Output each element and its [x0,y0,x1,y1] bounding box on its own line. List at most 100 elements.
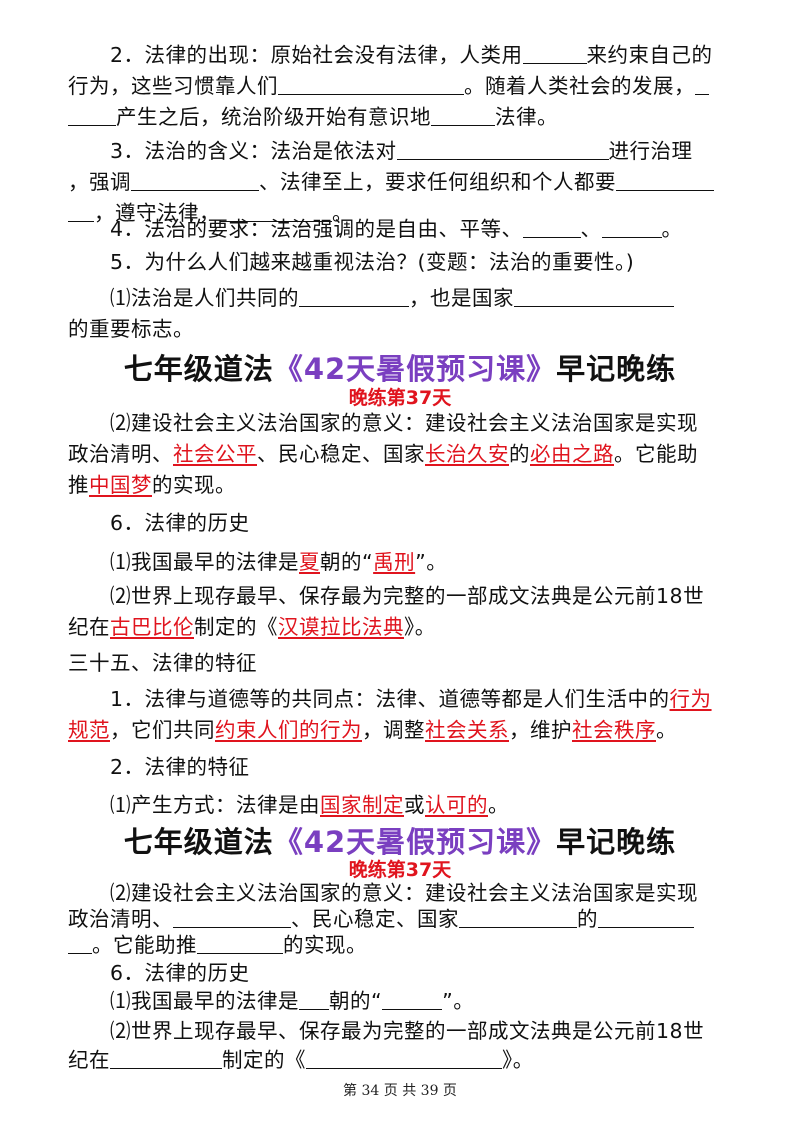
text: 朝的“ [329,989,383,1013]
text: ，也是国家 [409,286,514,310]
text: 。它能助 [614,442,698,466]
blank-heading-law-history: 6．法律的历史 [68,958,732,989]
text: 2．法律的出现：原始社会没有法律，人类用 [110,43,523,67]
page-subtitle: 晚练第37天 [348,387,452,409]
text: 、民心稳定、国家 [257,442,425,466]
text: 法律。 [495,105,558,129]
text: 6．法律的历史 [110,511,250,535]
text: ，强调 [68,170,131,194]
text: 进行治理 [608,139,693,163]
text: ⑴法治是人们共同的 [110,286,299,310]
paragraph-law-origin-line2: 行为，这些习惯靠人们 。随着人类社会的发展， [68,71,732,102]
text: ，调整 [362,718,425,742]
paragraph-rule-of-law-importance-line1: ⑴法治是人们共同的 ，也是国家 [68,283,732,314]
text: 、法律至上，要求任何组织和个人都要 [259,170,616,194]
text: 的实现。 [283,933,367,957]
blank [220,201,332,222]
text: 三十五、法律的特征 [68,651,257,675]
page-footer: 第 34 页 共 39 页 [343,1083,457,1099]
paragraph-oldest-code-line1: ⑵世界上现存最早、保存最为完整的一部成文法典是公元前18世 [68,581,732,612]
title-text: 早记晚练 [556,352,677,386]
text: ⑵建设社会主义法治国家的意义：建设社会主义法治国家是实现 [110,881,698,905]
text: 行为，这些习惯靠人们 [68,74,278,98]
blank [306,1048,502,1069]
heading-law-features: 2．法律的特征 [68,752,732,783]
paragraph-significance-line1: ⑵建设社会主义法治国家的意义：建设社会主义法治国家是实现 [68,408,732,439]
paragraph-rule-of-law-meaning-line3: ，遵守法律， 。 [68,198,732,229]
paragraph-law-origin-line1: 2．法律的出现：原始社会没有法律，人类用 来约束自己的 [68,40,732,71]
title-text: 七年级道法 [123,825,274,859]
text: 的重要标志。 [68,317,194,341]
answer-text: 约束人们的行为 [215,718,362,742]
blank-significance-line3: 。它能助推 的实现。 [68,930,732,961]
paragraph-rule-of-law-requirements-line: 4．法治的要求：法治强调的是自由、平等、、。 [68,214,732,245]
paragraph-rule-of-law-importance-line2: 的重要标志。 [68,314,732,345]
text: 朝的“ [320,550,374,574]
blank [278,74,464,95]
title-accent: 《42天暑假预习课》 [273,352,557,386]
text: 的实现。 [152,473,236,497]
text: 制定的《 [194,615,278,639]
blank [68,933,92,954]
text: ”。 [415,550,448,574]
answer-text: 认可的 [425,793,488,817]
text: 。它能助推 [92,933,197,957]
text: 。 [656,718,677,742]
answer-text: 夏 [299,550,320,574]
blank-earliest-law: ⑴我国最早的法律是朝的“”。 [68,986,732,1017]
paragraph-significance-line2: 政治清明、社会公平、民心稳定、国家长治久安的必由之路。它能助 [68,439,732,470]
text: 。 [661,217,683,241]
text: 政治清明、 [68,907,173,931]
text: 或 [404,793,425,817]
answer-text: 社会公平 [173,442,257,466]
text: 5．为什么人们越来越重视法治？(变题：法治的重要性。) [110,250,635,274]
page-subtitle-2: 晚练第37天 [348,859,452,881]
text: ⑴产生方式：法律是由 [110,793,320,817]
blank-oldest-code-line2: 纪在制定的《》。 [68,1045,732,1076]
blank [522,43,587,64]
blank [299,989,329,1010]
blank [514,286,674,307]
answer-text: 古巴比伦 [110,615,194,639]
text: ⑵世界上现存最早、保存最为完整的一部成文法典是公元前18世 [110,584,705,608]
page-title-2: 七年级道法《42天暑假预习课》早记晚练 [0,822,800,862]
text: 的 [577,907,598,931]
text: 政治清明、 [68,442,173,466]
answer-text: 禹刑 [373,550,416,574]
text: 制定的《 [222,1048,306,1072]
blank [382,989,443,1010]
blank [131,170,259,191]
blank [601,217,662,238]
paragraph-common-points-line2: 规范，它们共同约束人们的行为，调整社会关系，维护社会秩序。 [68,715,732,746]
text: 》。 [404,615,436,639]
text: 来约束自己的 [586,43,713,67]
paragraph-common-points-line1: 1．法律与道德等的共同点：法律、道德等都是人们生活中的行为 [68,684,732,715]
answer-text: 国家制定 [320,793,404,817]
blank [598,907,694,928]
blank-significance-line1: ⑵建设社会主义法治国家的意义：建设社会主义法治国家是实现 [68,878,732,909]
text: 产生之后，统治阶级开始有意识地 [116,105,431,129]
blank [173,907,291,928]
blank [431,105,495,126]
blank [110,1048,222,1069]
text: 、 [580,217,602,241]
answer-text: 行为 [669,687,712,711]
text: 纪在 [68,615,110,639]
text: 2．法律的特征 [110,755,250,779]
text: 。随着人类社会的发展， [464,74,695,98]
answer-text: 必由之路 [530,442,614,466]
text: ⑵世界上现存最早、保存最为完整的一部成文法典是公元前18世 [110,1019,705,1043]
text: 。 [332,201,353,225]
text: ，遵守法律， [94,201,220,225]
answer-text: 长治久安 [425,442,509,466]
paragraph-production-method: ⑴产生方式：法律是由国家制定或认可的。 [68,790,732,821]
text: ，维护 [509,718,572,742]
text: 、民心稳定、国家 [291,907,459,931]
text: ⑴我国最早的法律是 [110,550,299,574]
answer-text: 社会关系 [425,718,509,742]
text: ”。 [442,989,475,1013]
paragraph-rule-of-law-meaning-line1: 3．法治的含义：法治是依法对进行治理 [68,136,732,167]
blank-oldest-code-line1-text: ⑵世界上现存最早、保存最为完整的一部成文法典是公元前18世 [68,1016,732,1047]
text: 》。 [502,1048,534,1072]
